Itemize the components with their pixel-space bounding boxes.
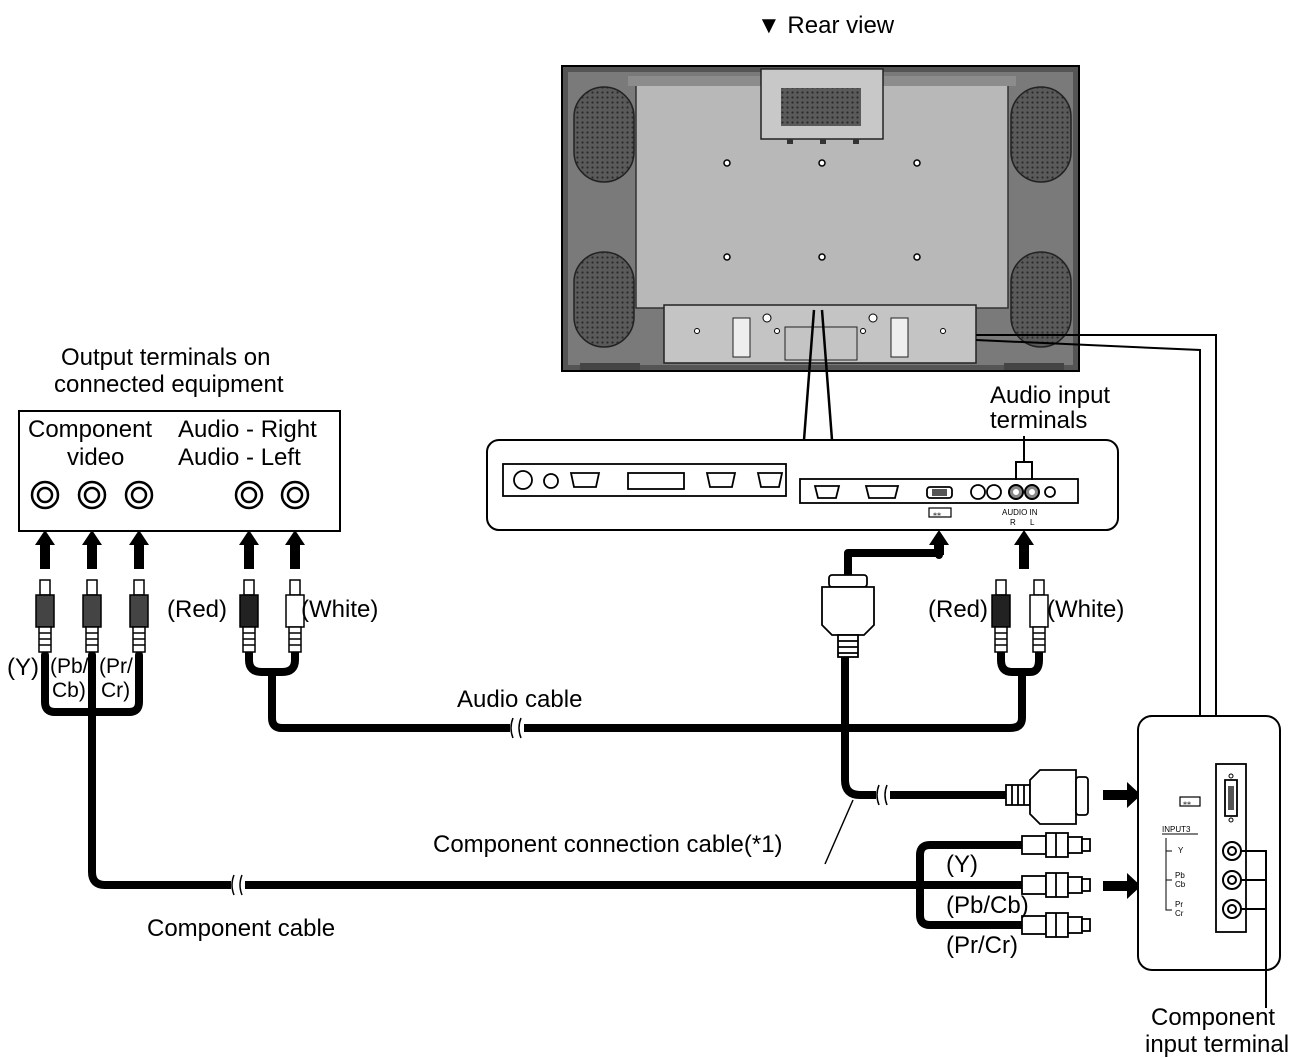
pr-label-line2: Cr) bbox=[101, 679, 130, 702]
dsub-plug-vertical bbox=[821, 574, 875, 658]
svg-text:⁎⁎: ⁎⁎ bbox=[933, 509, 941, 518]
cables bbox=[41, 549, 1043, 929]
pr-mark: Pr bbox=[1175, 900, 1183, 909]
component-input-label-2: input terminal bbox=[1145, 1031, 1289, 1058]
audio-input-label-1: Audio input bbox=[990, 382, 1110, 409]
component-input-panel: ⁎⁎ INPUT3 Y Pb Cb Pr Cr bbox=[1137, 715, 1281, 971]
svg-text:⁎⁎: ⁎⁎ bbox=[1183, 798, 1191, 807]
pb-mark: Pb bbox=[1175, 871, 1185, 880]
connection-arrows bbox=[35, 530, 1141, 899]
prcr-label-right: (Pr/Cr) bbox=[946, 932, 1018, 959]
pb-label-line1: (Pb/ bbox=[50, 655, 89, 678]
red-label-left: (Red) bbox=[167, 596, 227, 623]
audio-in-l-mark: L bbox=[1030, 518, 1035, 527]
component-video-label-1: Component bbox=[28, 416, 152, 443]
audio-in-r-mark: R bbox=[1010, 518, 1016, 527]
cb-mark: Cb bbox=[1175, 880, 1186, 889]
y-label-left: (Y) bbox=[7, 654, 39, 681]
speaker-grille bbox=[573, 86, 635, 183]
pb-label-line2: Cb) bbox=[52, 679, 86, 702]
component-input-label-1: Component bbox=[1151, 1004, 1275, 1031]
white-label-left: (White) bbox=[301, 596, 378, 623]
panel-callout bbox=[975, 334, 1217, 716]
component-video-label-2: video bbox=[67, 444, 124, 471]
component-cable-label: Component cable bbox=[147, 915, 335, 942]
pr-label-line1: (Pr/ bbox=[99, 655, 133, 678]
audio-right-label: Audio - Right bbox=[178, 416, 317, 443]
speaker-grille bbox=[1010, 86, 1072, 183]
red-label-right: (Red) bbox=[928, 596, 988, 623]
cr-mark: Cr bbox=[1175, 909, 1184, 918]
rear-view-title: ▼ Rear view bbox=[757, 12, 895, 39]
audio-input-label-2: terminals bbox=[990, 407, 1087, 434]
pbcb-label-right: (Pb/Cb) bbox=[946, 892, 1029, 919]
cable-breaks bbox=[231, 720, 890, 893]
component-input-bracket bbox=[1241, 850, 1267, 1008]
speaker-grille bbox=[573, 251, 635, 348]
audio-cable-label: Audio cable bbox=[457, 686, 582, 713]
audio-in-mark: AUDIO IN bbox=[1002, 508, 1038, 517]
component-connection-cable-label: Component connection cable(*1) bbox=[433, 831, 783, 858]
audio-left-label: Audio - Left bbox=[178, 444, 301, 471]
y-mark: Y bbox=[1178, 846, 1184, 855]
speaker-grille bbox=[1010, 251, 1072, 348]
output-terminals-label-2: connected equipment bbox=[54, 371, 284, 398]
output-equipment bbox=[18, 410, 341, 532]
terminal-panel: ⁎⁎ AUDIO IN R L bbox=[486, 439, 1119, 531]
cable-leader-line bbox=[824, 799, 854, 865]
input3-mark: INPUT3 bbox=[1162, 825, 1191, 834]
white-label-right: (White) bbox=[1047, 596, 1124, 623]
dsub-plug-horizontal bbox=[1005, 769, 1089, 825]
bnc-plugs bbox=[1021, 832, 1091, 938]
zoom-callout bbox=[802, 309, 834, 441]
vent-grille bbox=[781, 88, 861, 126]
rca-plugs bbox=[35, 579, 1049, 653]
y-label-right: (Y) bbox=[946, 851, 978, 878]
monitor-rear bbox=[561, 65, 1080, 372]
audio-input-bracket bbox=[1015, 436, 1033, 480]
output-terminals-label-1: Output terminals on bbox=[61, 344, 270, 371]
